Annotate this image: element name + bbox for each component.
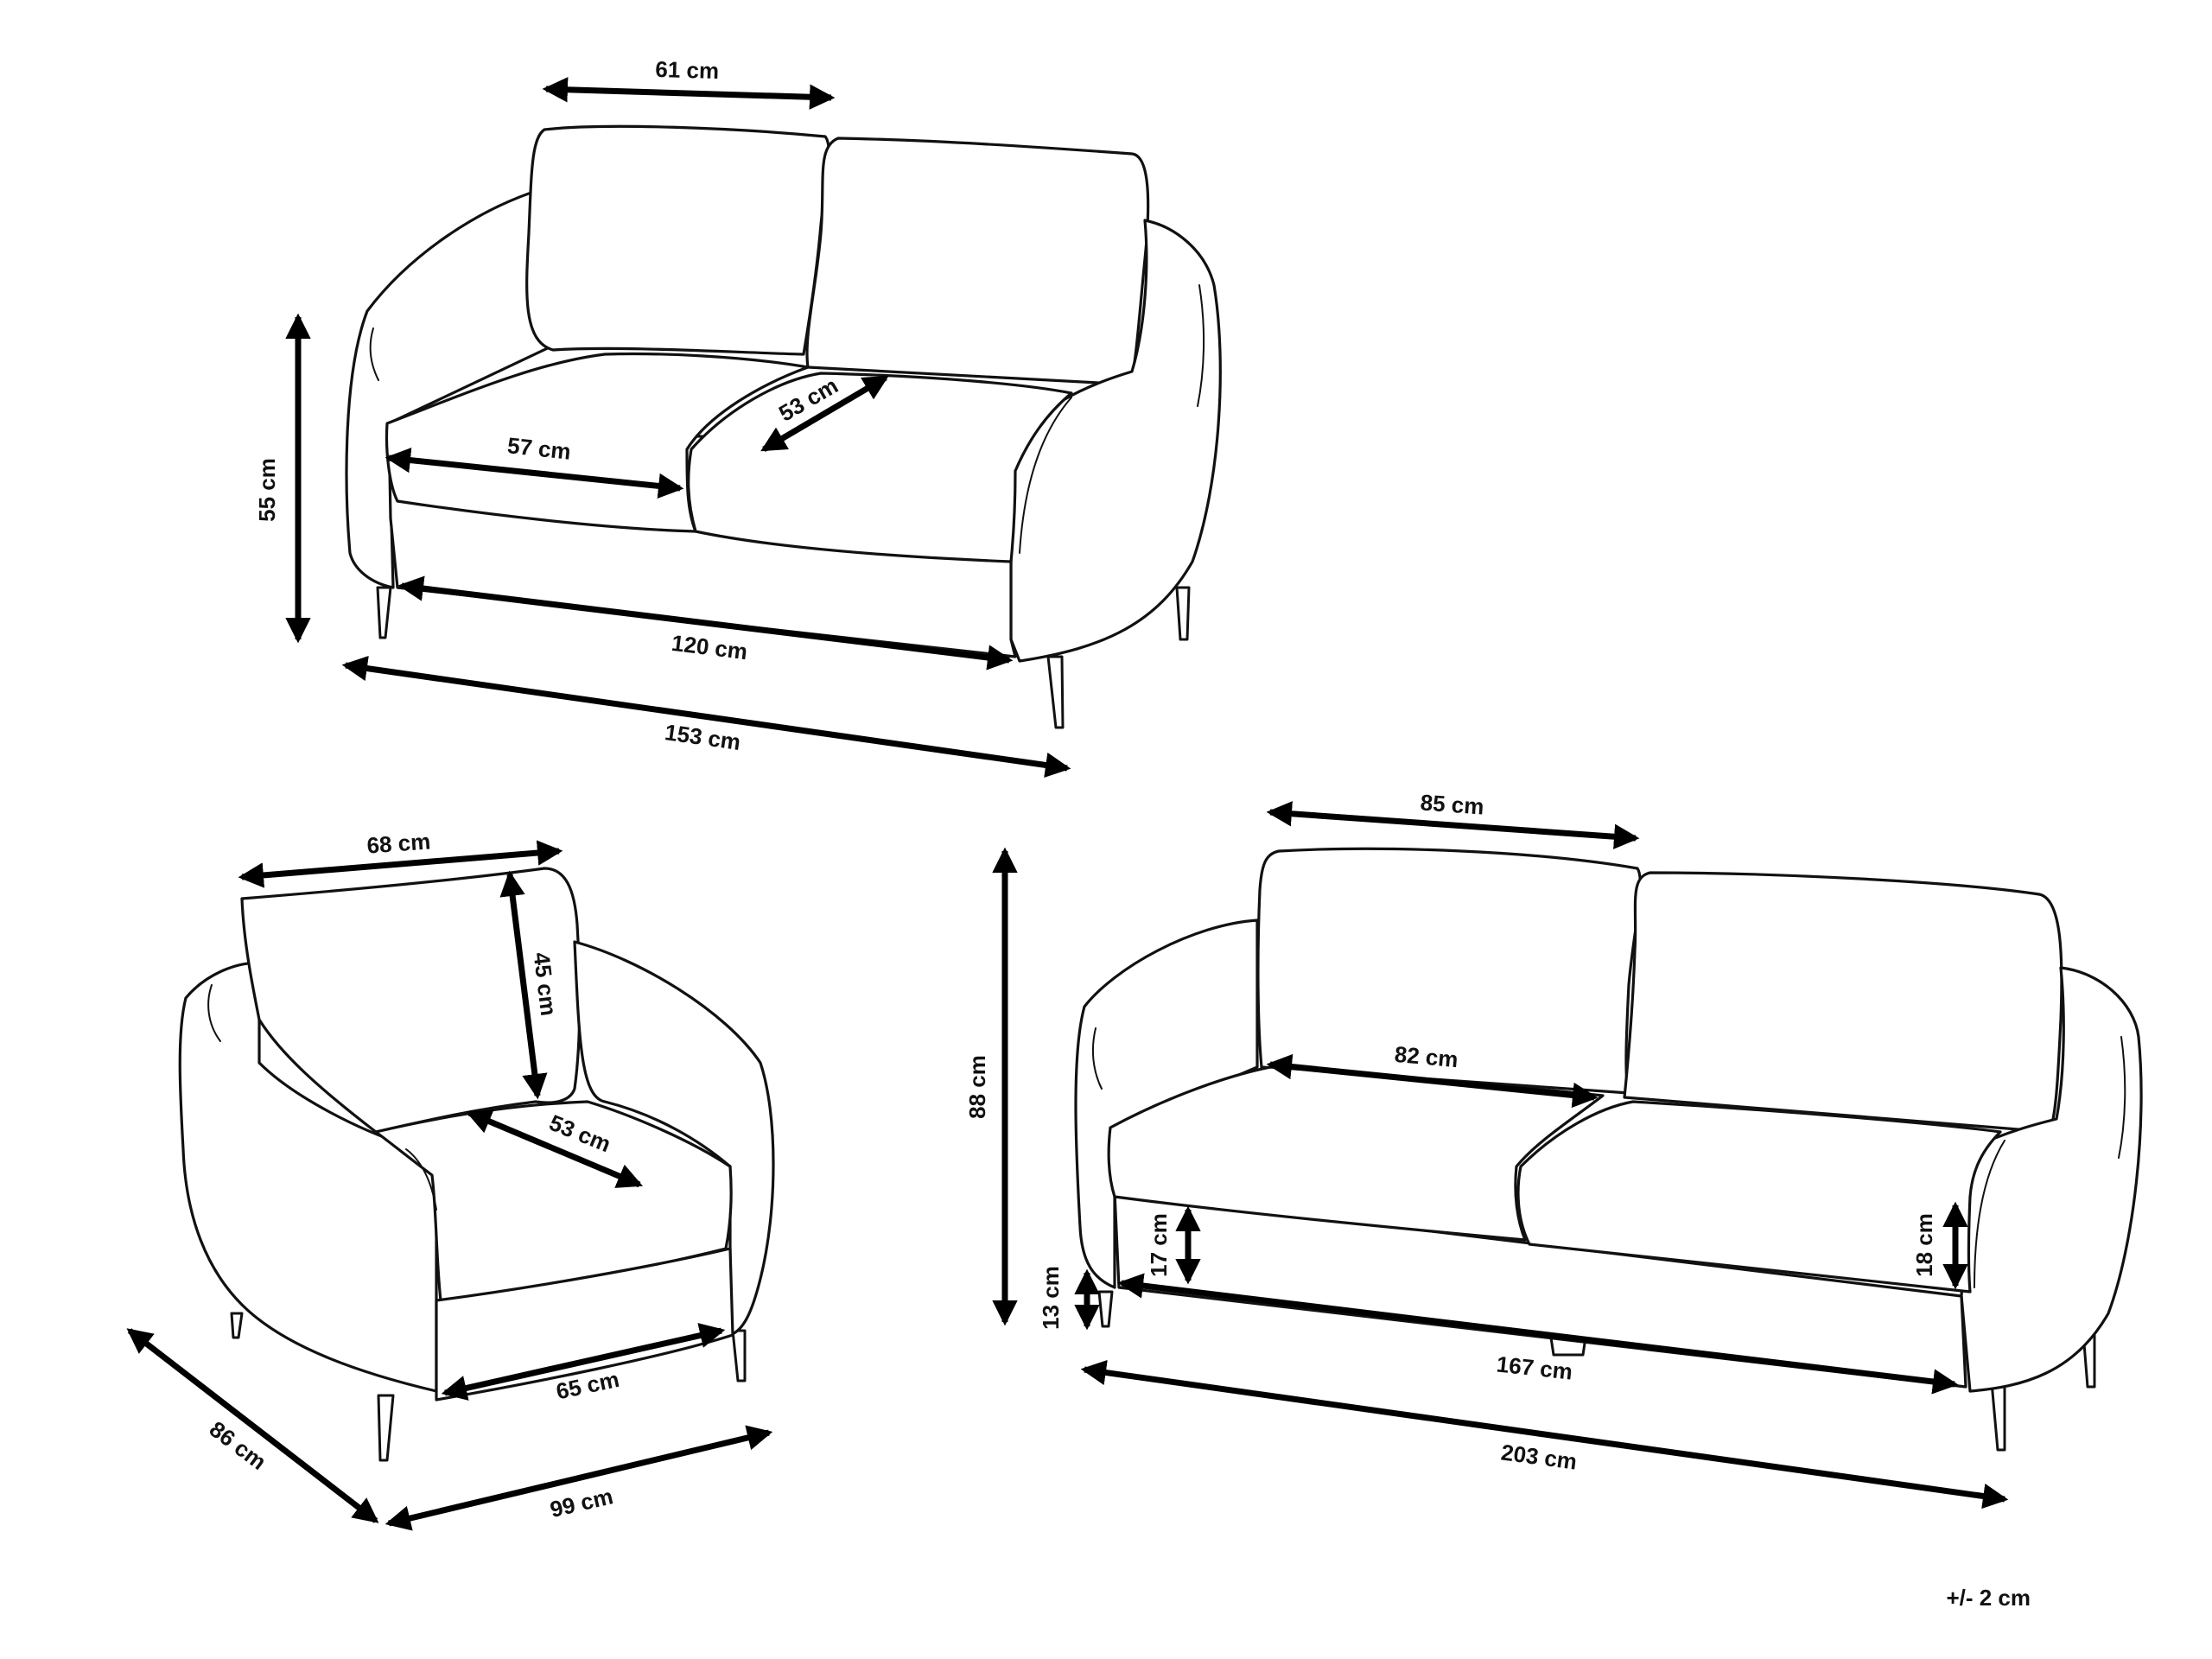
loveseat-cushion-width-arrow <box>542 77 836 110</box>
armchair-leg-back-left <box>230 1312 244 1339</box>
sofa-seat-cushion-right <box>1516 1100 2002 1294</box>
loveseat-back-cushion-right <box>805 137 1150 386</box>
sofa-leg-front-left <box>1097 1290 1114 1328</box>
loveseat-overall-width-label: 153 cm <box>664 719 743 755</box>
armchair-back-height-arrow <box>499 870 548 1100</box>
sofa-right-cushion-height-label: 18 cm <box>1911 1213 1937 1277</box>
loveseat-right-arm <box>1009 219 1222 663</box>
sofa-drawing <box>1074 847 2143 1452</box>
loveseat-leg-front-left <box>376 586 392 639</box>
sofa-cushion-width-arrow <box>1266 801 1640 849</box>
sofa-overall-width-label: 203 cm <box>1500 1439 1579 1474</box>
loveseat-inner-width-arrow <box>397 575 1014 671</box>
armchair-overall-width-arrow <box>385 1425 773 1531</box>
armchair-cushion-width-arrow <box>238 840 563 888</box>
armchair-overall-width-label: 99 cm <box>548 1483 616 1522</box>
sofa-back-cushion-left <box>1256 847 1642 1095</box>
loveseat-back-cushion-left <box>525 124 830 356</box>
loveseat-left-arm <box>345 184 555 589</box>
armchair-leg-front-right <box>731 1329 747 1382</box>
armchair-drawing <box>178 867 775 1462</box>
sofa-overall-width-arrow <box>1080 1359 2009 1510</box>
sofa-left-cushion-height-label: 17 cm <box>1146 1213 1172 1277</box>
loveseat-seat-depth-arrow <box>760 374 889 453</box>
loveseat-leg-back-right <box>1175 586 1191 641</box>
sofa-overall-height-label: 88 cm <box>964 1055 990 1119</box>
sofa-leg-front-right <box>1990 1381 2006 1452</box>
armchair-leg-front-left <box>377 1394 395 1462</box>
tolerance-note: +/- 2 cm <box>1946 1585 2031 1611</box>
armchair-seat-width-arrow <box>441 1323 726 1401</box>
armchair-overall-depth-arrow <box>126 1328 379 1523</box>
sofa-seat-width-label: 82 cm <box>1394 1041 1459 1072</box>
armchair-seat-depth-arrow <box>465 1109 644 1188</box>
sofa-seat-width-arrow <box>1266 1053 1599 1109</box>
armchair-right-side <box>573 940 775 1337</box>
dimension-lines <box>126 77 2009 1531</box>
sofa-leg-height-label: 13 cm <box>1038 1266 1064 1330</box>
loveseat-inner-width-label: 120 cm <box>671 630 749 665</box>
loveseat-cushion-width-label: 61 cm <box>655 56 720 84</box>
loveseat-seat-cushion-right <box>687 372 1073 563</box>
loveseat-seat-height-label: 55 cm <box>254 458 280 522</box>
loveseat-overall-width-arrow <box>341 655 1071 779</box>
loveseat-leg-front-right <box>1046 655 1065 729</box>
armchair-cushion-width-label: 68 cm <box>366 828 432 858</box>
sofa-right-arm <box>1960 966 2143 1393</box>
loveseat-seat-width-arrow <box>385 447 684 499</box>
armchair-overall-depth-label: 86 cm <box>205 1416 271 1475</box>
sofa-back-cushion-right <box>1623 871 2063 1134</box>
loveseat-drawing <box>345 124 1222 729</box>
sofa-cushion-width-label: 85 cm <box>1420 789 1485 819</box>
